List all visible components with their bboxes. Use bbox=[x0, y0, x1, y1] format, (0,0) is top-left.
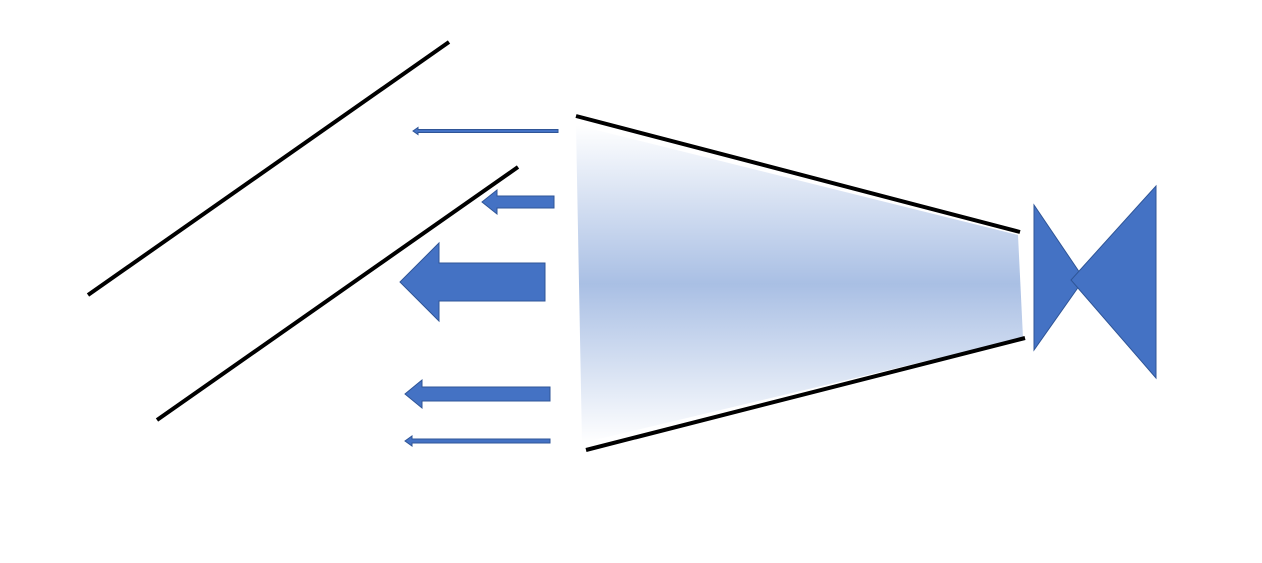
arrow-bottom-thin bbox=[404, 435, 551, 447]
emitter-back-triangle bbox=[1070, 184, 1157, 380]
arrow-center-large bbox=[399, 241, 546, 323]
beam-cone bbox=[576, 125, 1023, 443]
cone-bottom-edge bbox=[585, 336, 1026, 452]
arrow-upper-small bbox=[481, 188, 555, 216]
outer-reflector-line bbox=[86, 40, 451, 297]
arrow-top-thin bbox=[412, 126, 559, 136]
propagation-arrows bbox=[399, 126, 559, 447]
emitter-front-triangle bbox=[1033, 203, 1085, 352]
arrow-lower-medium bbox=[404, 378, 551, 410]
cone-top-edge bbox=[575, 114, 1021, 234]
inner-reflector-line bbox=[155, 165, 520, 422]
